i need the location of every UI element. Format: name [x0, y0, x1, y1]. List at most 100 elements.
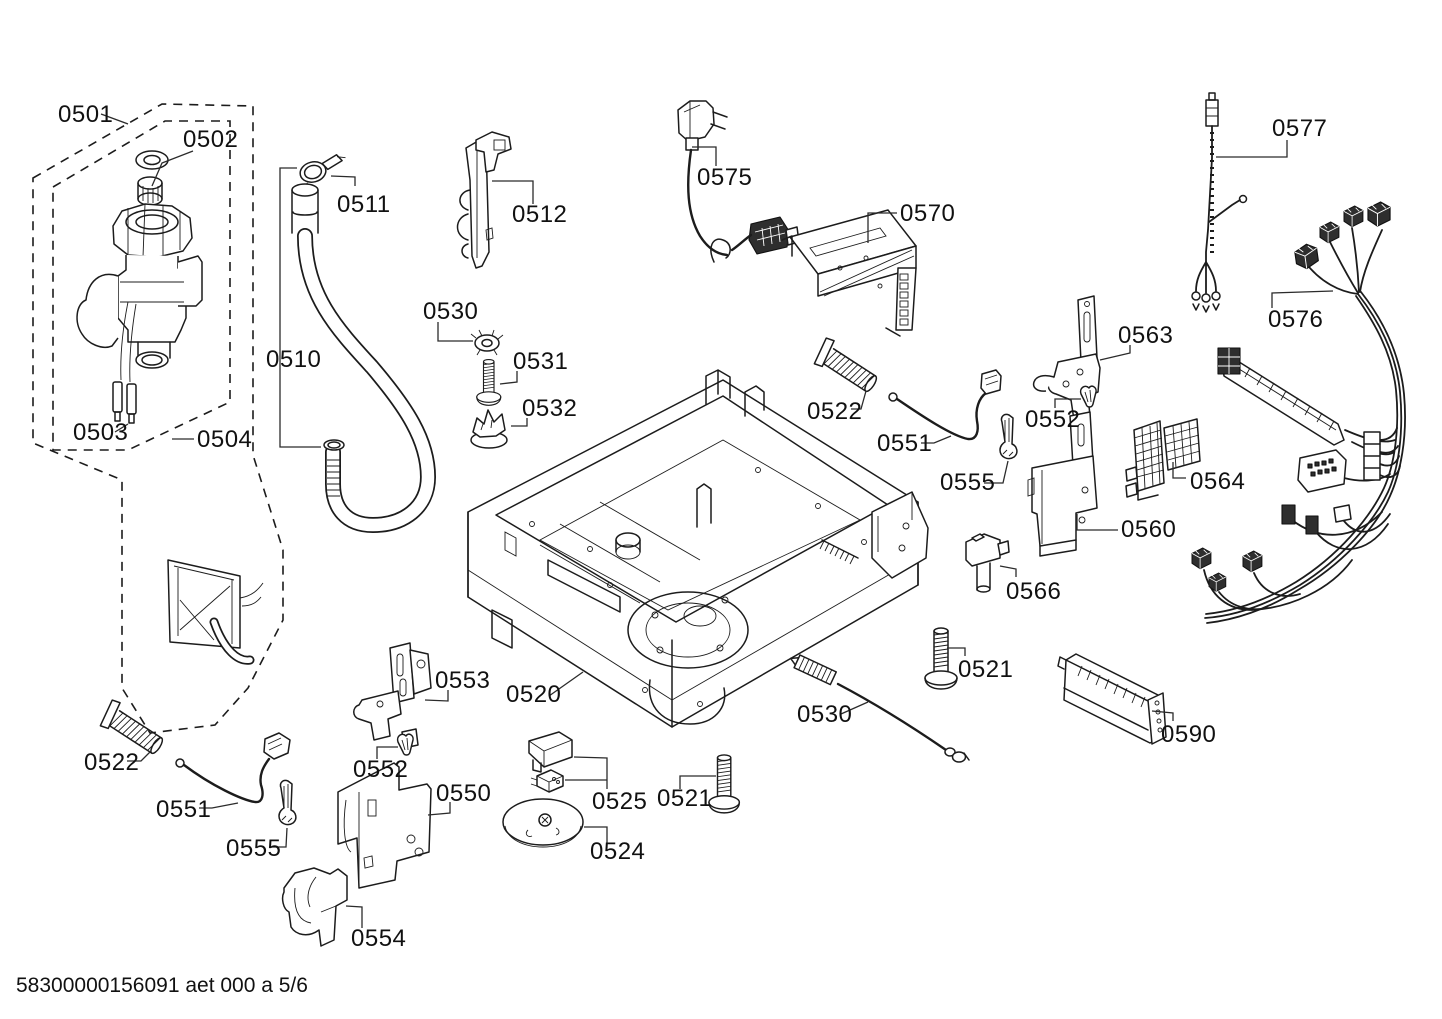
part-label-0555l: 0555: [226, 835, 281, 862]
drain-hose-0510: [291, 154, 437, 534]
part-label-0521r: 0521: [958, 656, 1013, 683]
plate-0550: [337, 762, 432, 889]
spring-0522-mid: [810, 335, 884, 398]
sensor-wire-0577: [1191, 92, 1248, 313]
part-label-0566: 0566: [1006, 578, 1061, 605]
leader-0566: [999, 565, 1017, 577]
part-label-0564: 0564: [1190, 468, 1245, 495]
motor-mount-wing: [871, 491, 929, 579]
part-label-0551l: 0551: [156, 796, 211, 823]
leader-0503: [114, 423, 129, 433]
leader-0501: [100, 113, 129, 125]
sump: [627, 591, 749, 725]
leader-0521b: [679, 775, 716, 789]
relay-block: [1297, 449, 1347, 493]
part-label-0521b: 0521: [657, 785, 712, 812]
earth-cable-0551-left: [175, 732, 291, 804]
leader-0560: [1076, 514, 1118, 531]
screw-0531: [476, 358, 502, 406]
leader-0590: [1151, 710, 1174, 721]
leader-0564: [1172, 462, 1186, 479]
leader-0550: [427, 802, 451, 816]
document-number: 58300000156091 aet 000 a 5/6: [16, 974, 308, 997]
cover-0554: [281, 867, 348, 947]
bracket-0560: [1027, 411, 1098, 557]
part-label-0550: 0550: [436, 780, 491, 807]
base-assembly-0520: [467, 369, 929, 728]
latch-0555-right: [999, 413, 1018, 460]
terminal-strip: [1217, 347, 1345, 446]
part-label-0577: 0577: [1272, 115, 1327, 142]
leveling-screw-0521-right: [924, 627, 958, 690]
filter-insert: [137, 176, 163, 206]
part-label-0522m: 0522: [807, 398, 862, 425]
leader-0511: [330, 175, 356, 186]
leader-0510: [279, 167, 321, 448]
part-label-0553: 0553: [435, 667, 490, 694]
part-label-0522l: 0522: [84, 749, 139, 776]
valve-0566: [965, 533, 1010, 593]
part-label-0552b: 0552: [353, 756, 408, 783]
cord-connector: [748, 216, 790, 255]
ntc-cable-0530-bottom: [789, 654, 970, 763]
drain-unit-0504: [167, 559, 264, 665]
leader-0554: [345, 905, 363, 928]
leader-0577: [1216, 140, 1288, 158]
part-label-0570: 0570: [900, 200, 955, 227]
leader-0531: [499, 371, 518, 385]
part-label-0554: 0554: [351, 925, 406, 952]
leader-0552b: [376, 746, 398, 759]
bracket-0553: [353, 642, 432, 749]
leader-0512: [492, 180, 534, 204]
part-label-0590: 0590: [1161, 721, 1216, 748]
part-label-0525: 0525: [592, 788, 647, 815]
part-label-0503: 0503: [73, 419, 128, 446]
part-label-0502: 0502: [183, 126, 238, 153]
leader-0551m: [921, 435, 952, 444]
part-label-0552r: 0552: [1025, 406, 1080, 433]
leader-0555r: [984, 460, 1009, 484]
earth-cable-0551-mid: [888, 369, 1002, 441]
part-label-0563: 0563: [1118, 322, 1173, 349]
mounting-bracket-0512: [456, 131, 512, 269]
part-label-0530b: 0530: [797, 701, 852, 728]
part-label-0524: 0524: [590, 838, 645, 865]
leader-0570: [867, 212, 897, 243]
part-label-0510: 0510: [266, 346, 321, 373]
leader-0524: [584, 826, 608, 843]
leader-0530b: [840, 701, 869, 715]
leader-0551l: [199, 802, 239, 809]
part-label-0520: 0520: [506, 681, 561, 708]
leader-0502: [151, 150, 194, 187]
valve-wires-0503: [112, 301, 137, 424]
part-label-0576: 0576: [1268, 306, 1323, 333]
wiring-harness-0576: [1191, 201, 1406, 624]
inlet-valve-assembly: [32, 103, 284, 734]
part-label-0504: 0504: [197, 426, 252, 453]
leader-0553: [424, 690, 449, 702]
column-connector: [1363, 431, 1381, 481]
part-label-0555r: 0555: [940, 469, 995, 496]
part-label-0530t: 0530: [423, 298, 478, 325]
washer-0502: [135, 150, 169, 170]
part-label-0560: 0560: [1121, 516, 1176, 543]
part-label-0551m: 0551: [877, 430, 932, 457]
filter-0525: [528, 731, 573, 793]
leader-0521r: [947, 647, 966, 656]
leader-0555l: [269, 827, 288, 848]
leader-0522l: [127, 751, 151, 762]
cap-0532: [470, 409, 508, 449]
grommet-0530: [470, 329, 504, 356]
part-label-0501: 0501: [58, 101, 113, 128]
clip-0552-bottom: [396, 733, 414, 756]
part-label-0532: 0532: [522, 395, 577, 422]
part-label-0575: 0575: [697, 164, 752, 191]
valve-body: [76, 203, 203, 369]
leader-0522m: [851, 390, 867, 410]
rail-0590: [1057, 653, 1167, 745]
part-label-0531: 0531: [513, 348, 568, 375]
leader-0532: [511, 418, 528, 427]
